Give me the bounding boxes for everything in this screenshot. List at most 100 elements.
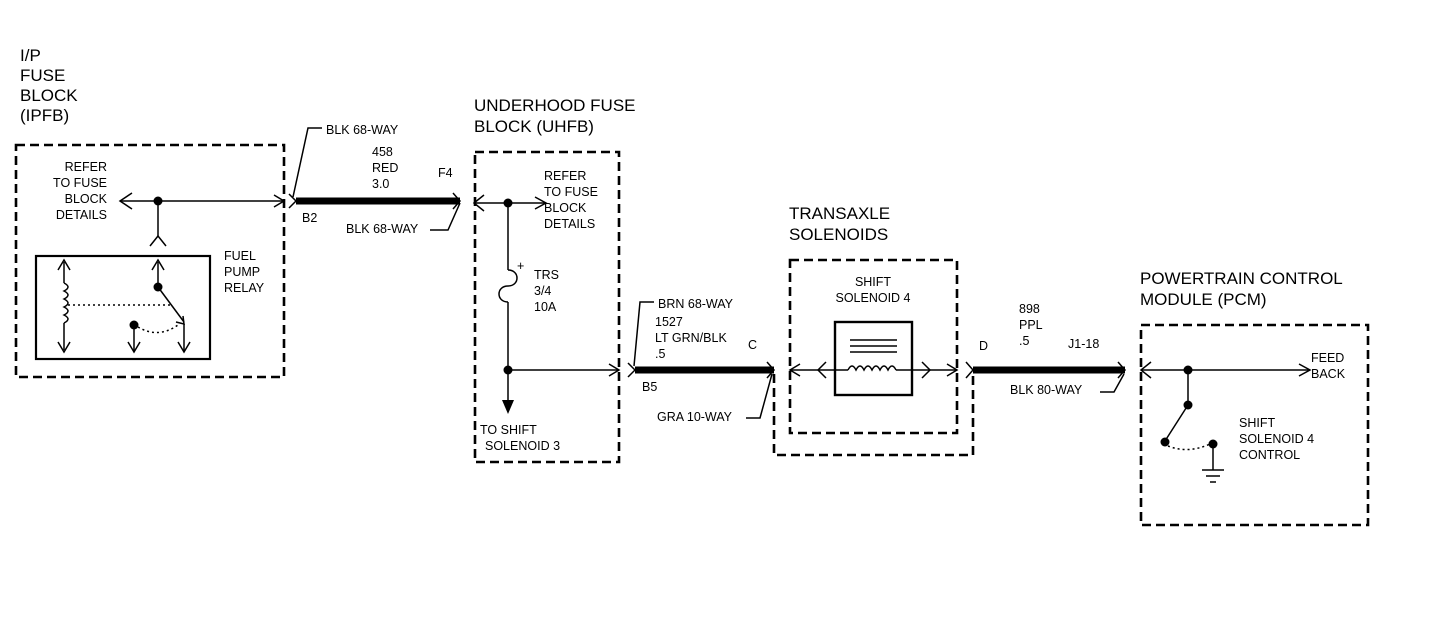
to-shift-line-1: TO SHIFT xyxy=(480,423,537,437)
fuse-trs-label: TRS 3/4 10A xyxy=(534,268,559,314)
wire-898-line-3: .5 xyxy=(1019,334,1029,348)
relay-label-line-2: PUMP xyxy=(224,265,260,279)
wire-1527-line-1: 1527 xyxy=(655,315,683,329)
pcm-feedback-label: FEED BACK xyxy=(1311,351,1346,381)
pcm-feedback-arrow xyxy=(1298,363,1312,377)
transaxle-connector-housing xyxy=(772,374,975,457)
to-shift-solenoid-3-arrow xyxy=(502,400,514,414)
solenoid-label-line-2: SOLENOID 4 xyxy=(835,291,910,305)
b5-top-label: BRN 68-WAY xyxy=(658,297,734,311)
to-shift-line-2: SOLENOID 3 xyxy=(485,439,560,453)
shift-solenoid-4-label: SHIFT SOLENOID 4 xyxy=(835,275,910,305)
ipfb-refer-note: REFER TO FUSE BLOCK DETAILS xyxy=(53,160,108,222)
fuel-pump-relay-box xyxy=(34,254,212,361)
ipfb-refer-line-3: BLOCK xyxy=(65,192,108,206)
uhfb-refer-line-2: TO FUSE xyxy=(544,185,598,199)
b5-top-leader xyxy=(633,301,654,367)
ipfb-title-line-4: (IPFB) xyxy=(20,106,69,125)
pin-b2-label: B2 xyxy=(302,211,317,225)
uhfb-refer-line-4: DETAILS xyxy=(544,217,595,231)
transaxle-title: TRANSAXLE SOLENOIDS xyxy=(789,204,890,244)
uhfb-refer-arrow xyxy=(534,196,548,210)
b5-bottom-label: GRA 10-WAY xyxy=(657,410,733,424)
pcm-title: POWERTRAIN CONTROL MODULE (PCM) xyxy=(1140,269,1343,309)
to-shift-solenoid-3-label: TO SHIFT SOLENOID 3 xyxy=(480,423,560,453)
ipfb-box xyxy=(14,143,286,379)
j1-bottom-leader xyxy=(1100,373,1125,393)
ipfb-relay-connector-mark xyxy=(149,234,167,247)
b5-bottom-leader xyxy=(746,373,773,419)
pcm-switch-dotted xyxy=(1167,443,1211,451)
transaxle-title-line-2: SOLENOIDS xyxy=(789,225,888,244)
wire-1527-line-2: LT GRN/BLK xyxy=(655,331,727,345)
solenoid-left-mark xyxy=(816,361,827,379)
pin-j1-18-label: J1-18 xyxy=(1068,337,1099,351)
ipfb-refer-arrow xyxy=(118,192,133,210)
uhfb-refer-line-1: REFER xyxy=(544,169,586,183)
uhfb-b5-connector-mark xyxy=(608,363,621,377)
wire-458-line-1: 458 xyxy=(372,145,393,159)
relay-coil-icon xyxy=(57,258,71,354)
wire-458-label: 458 RED 3.0 xyxy=(372,145,398,191)
uhfb-title: UNDERHOOD FUSE BLOCK (UHFB) xyxy=(474,96,636,136)
b2-bottom-leader xyxy=(430,202,461,231)
wire-898-label: 898 PPL .5 xyxy=(1019,302,1043,348)
solenoid-core-icon xyxy=(850,339,897,353)
feedback-line-2: BACK xyxy=(1311,367,1346,381)
solenoid-right-mark xyxy=(921,361,932,379)
wire-458-line-2: RED xyxy=(372,161,398,175)
b2-top-leader xyxy=(292,127,322,198)
transaxle-title-line-1: TRANSAXLE xyxy=(789,204,890,223)
pcm-switch-blade xyxy=(1164,404,1189,442)
transaxle-box xyxy=(788,258,959,435)
ground-icon xyxy=(1202,469,1224,483)
ipfb-b2-connector-mark xyxy=(273,194,286,208)
f4-right-chevron xyxy=(452,192,461,210)
control-line-1: SHIFT xyxy=(1239,416,1275,430)
ipfb-refer-line-1: REFER xyxy=(65,160,107,174)
pin-c-chevron xyxy=(766,361,775,379)
pin-f4-label: F4 xyxy=(438,166,453,180)
pcm-box xyxy=(1139,323,1370,527)
pin-b5-label: B5 xyxy=(642,380,657,394)
wire-898-line-1: 898 xyxy=(1019,302,1040,316)
uhfb-refer-note: REFER TO FUSE BLOCK DETAILS xyxy=(544,169,598,231)
pin-d-chevron xyxy=(965,361,974,379)
j1-bottom-label: BLK 80-WAY xyxy=(1010,383,1083,397)
relay-label-line-1: FUEL xyxy=(224,249,256,263)
solenoid-right-arrow xyxy=(946,363,959,377)
control-line-2: SOLENOID 4 xyxy=(1239,432,1314,446)
b2-top-label: BLK 68-WAY xyxy=(326,123,399,137)
pin-c-label: C xyxy=(748,338,757,352)
ipfb-title-line-3: BLOCK xyxy=(20,86,78,105)
fuse-label-line-2: 3/4 xyxy=(534,284,551,298)
fuse-plus-sign: + xyxy=(517,259,524,273)
fuse-label-line-3: 10A xyxy=(534,300,557,314)
ipfb-title-line-2: FUSE xyxy=(20,66,65,85)
fuse-trs-icon xyxy=(498,269,518,303)
uhfb-title-line-1: UNDERHOOD FUSE xyxy=(474,96,636,115)
ipfb-refer-line-4: DETAILS xyxy=(56,208,107,222)
pcm-title-line-1: POWERTRAIN CONTROL xyxy=(1140,269,1343,288)
wire-458-line-3: 3.0 xyxy=(372,177,389,191)
control-line-3: CONTROL xyxy=(1239,448,1300,462)
solenoid-label-line-1: SHIFT xyxy=(855,275,891,289)
relay-label-line-3: RELAY xyxy=(224,281,265,295)
solenoid-left-arrow xyxy=(788,363,801,377)
solenoid-coil-icon xyxy=(847,365,897,372)
uhfb-refer-line-3: BLOCK xyxy=(544,201,587,215)
j1-18-chevron xyxy=(1117,361,1126,379)
fuel-pump-relay-label: FUEL PUMP RELAY xyxy=(224,249,265,295)
pcm-control-label: SHIFT SOLENOID 4 CONTROL xyxy=(1239,416,1314,462)
uhfb-box xyxy=(473,150,621,464)
shift-solenoid-4-box xyxy=(833,320,914,397)
relay-switch-icon xyxy=(127,258,191,354)
ipfb-refer-line-2: TO FUSE xyxy=(53,176,107,190)
feedback-line-1: FEED xyxy=(1311,351,1344,365)
wire-898-line-2: PPL xyxy=(1019,318,1043,332)
pin-d-label: D xyxy=(979,339,988,353)
b2-bottom-label: BLK 68-WAY xyxy=(346,222,419,236)
uhfb-title-line-2: BLOCK (UHFB) xyxy=(474,117,594,136)
fuse-label-line-1: TRS xyxy=(534,268,559,282)
